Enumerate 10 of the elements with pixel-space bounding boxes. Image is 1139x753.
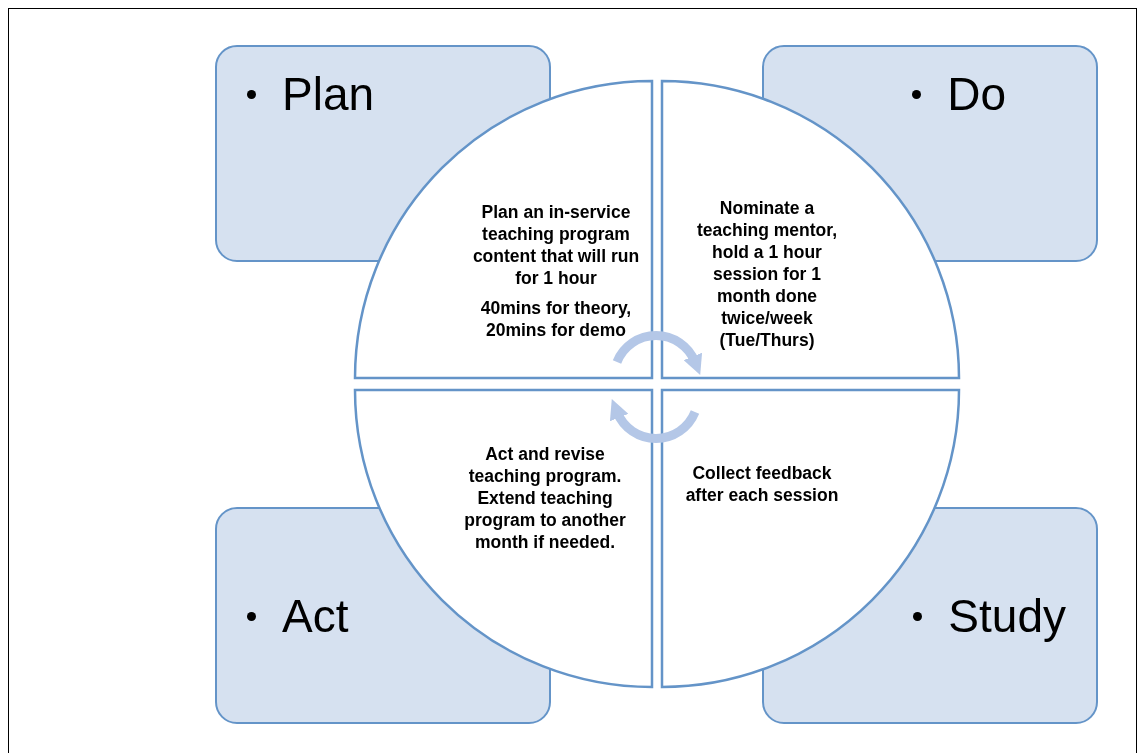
step-description: Nominate a teaching mentor, hold a 1 hour session for 1 month done twice/week (Tue/Thurs) [696,197,838,351]
stage-title: Act [282,591,349,642]
step-description: Collect feedback after each session [684,462,840,506]
step-description: 40mins for theory, 20mins for demo [479,297,633,341]
step-description: Act and revise teaching program. Extend teaching program to another month if needed. [463,443,627,553]
stage-title: Study [948,591,1066,642]
stage-title: Plan [282,69,375,120]
stage-title: Do [947,69,1006,120]
step-description: Plan an in-service teaching program content that will run for 1 hour [471,201,641,289]
quarter-circle-segment [355,390,652,687]
